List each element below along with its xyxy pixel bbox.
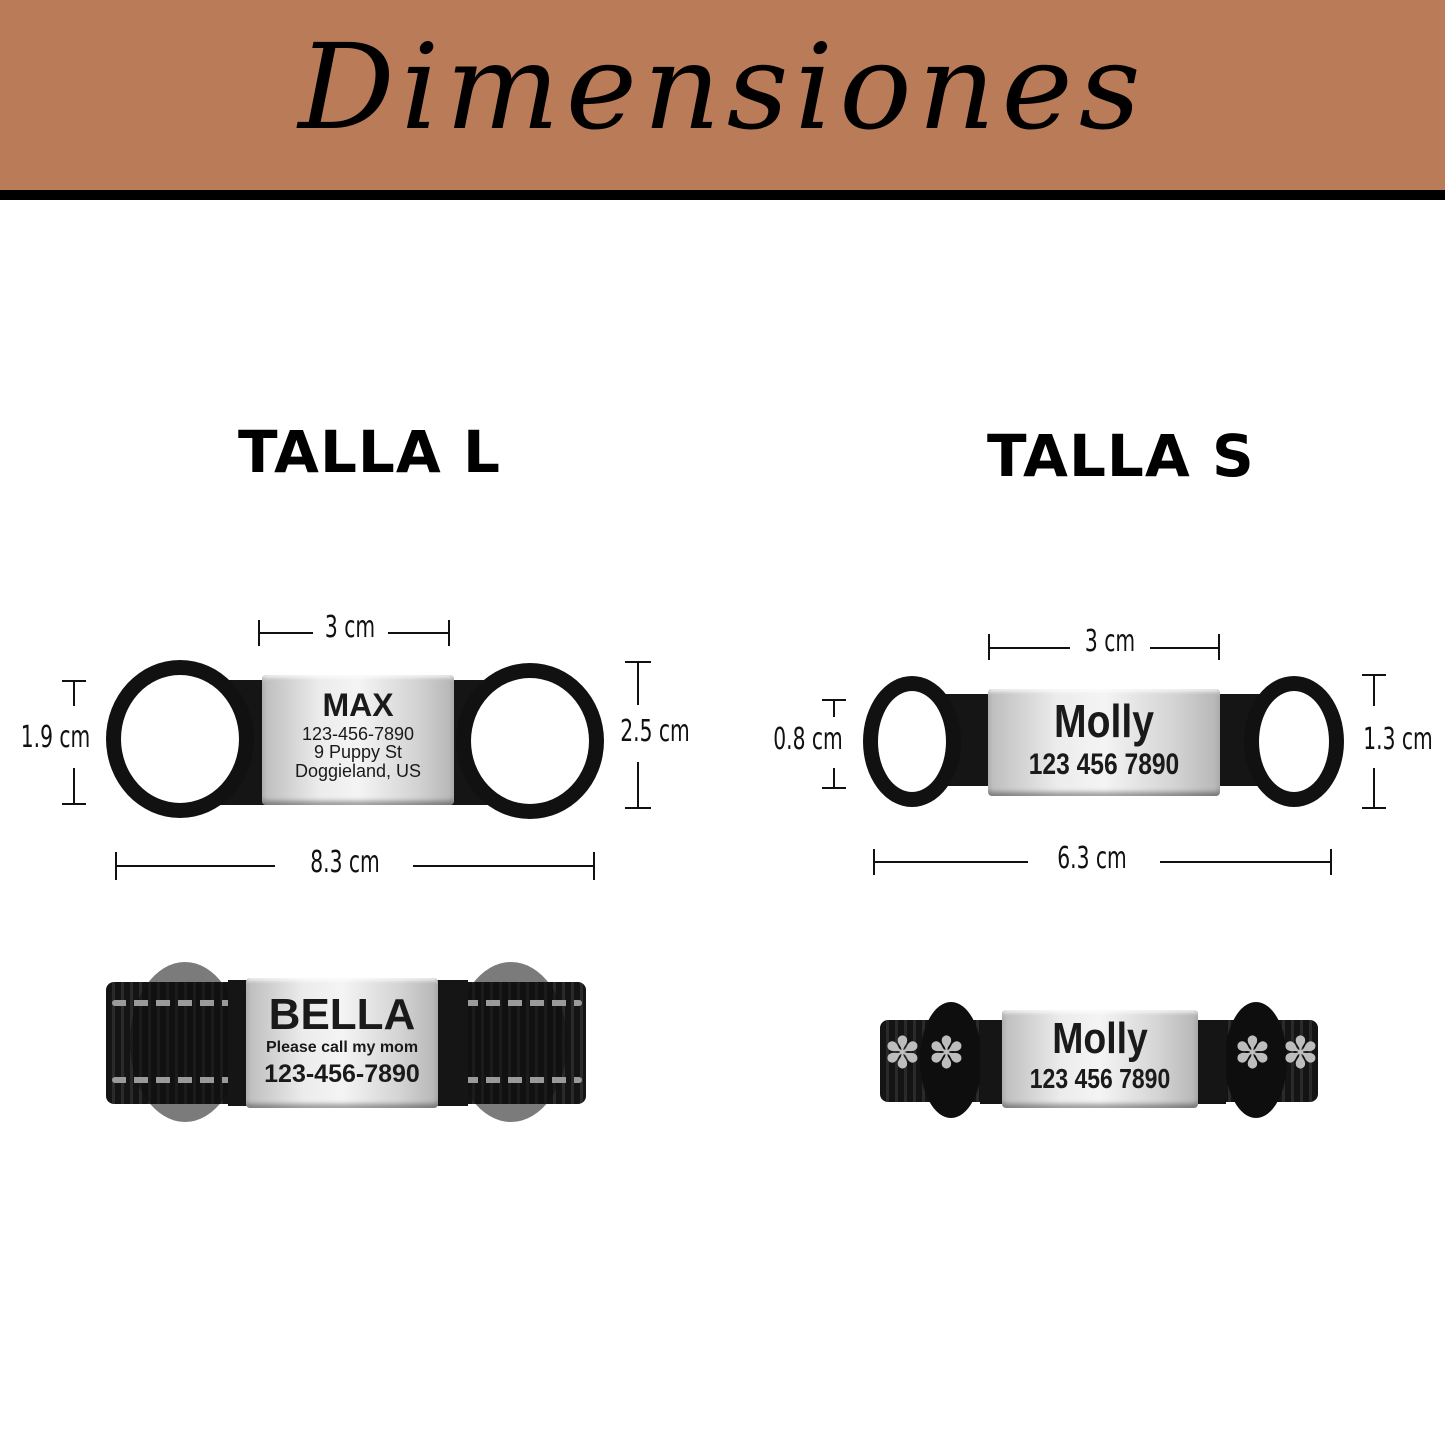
engraved-plate-bella: BELLA Please call my mom 123-456-7890 bbox=[246, 978, 438, 1108]
dim-tick bbox=[625, 807, 651, 809]
header-banner bbox=[0, 0, 1445, 190]
dim-line bbox=[73, 768, 75, 804]
plate-height-label: 0.8 cm bbox=[773, 722, 843, 757]
plate-width-label: 3 cm bbox=[1084, 624, 1136, 659]
left-loop bbox=[130, 962, 240, 1122]
dim-line bbox=[1373, 674, 1375, 706]
dim-line bbox=[833, 699, 835, 717]
left-loop bbox=[920, 1002, 982, 1118]
engraved-plate-molly: Molly 123 456 7890 bbox=[988, 689, 1220, 796]
plate-height-label: 1.9 cm bbox=[20, 720, 91, 755]
plate-phone: 123-456-7890 bbox=[264, 1059, 420, 1088]
dim-tick bbox=[62, 803, 86, 805]
plate-phone: 123 456 7890 bbox=[1029, 1063, 1171, 1095]
plate-name: Molly bbox=[1054, 695, 1154, 747]
dim-tick bbox=[822, 787, 846, 789]
dim-line bbox=[258, 632, 313, 634]
dim-line bbox=[637, 762, 639, 808]
dim-line bbox=[413, 865, 595, 867]
dim-line bbox=[1160, 861, 1332, 863]
right-loop bbox=[1225, 1002, 1287, 1118]
dim-tick bbox=[1218, 634, 1220, 660]
paw-print-icon: ✽ bbox=[1282, 1029, 1319, 1078]
paw-print-icon: ✽ bbox=[1234, 1029, 1271, 1078]
total-height-label: 1.3 cm bbox=[1363, 722, 1433, 757]
dim-line bbox=[833, 768, 835, 788]
engraved-plate-max: MAX 123-456-7890 9 Puppy St Doggieland, … bbox=[262, 675, 454, 805]
right-loop bbox=[1244, 676, 1344, 807]
page-title: Dimensiones bbox=[298, 18, 1147, 156]
dim-tick bbox=[593, 852, 595, 880]
engraved-plate-molly-example: Molly 123 456 7890 bbox=[1002, 1010, 1198, 1108]
plate-phone: 123-456-7890 bbox=[301, 723, 415, 744]
left-loop bbox=[106, 660, 254, 818]
size-s-title: TALLA S bbox=[987, 422, 1255, 490]
dim-line bbox=[73, 680, 75, 706]
dim-tick bbox=[1362, 807, 1386, 809]
header-divider bbox=[0, 190, 1445, 200]
right-loop bbox=[456, 663, 604, 819]
plate-address: 9 Puppy St bbox=[313, 742, 403, 763]
plate-name: MAX bbox=[322, 687, 394, 723]
paw-print-icon: ✽ bbox=[928, 1029, 965, 1078]
dim-line bbox=[873, 861, 1028, 863]
plate-message: Please call my mom bbox=[265, 1039, 419, 1057]
dim-line bbox=[988, 647, 1070, 649]
left-loop bbox=[863, 676, 961, 807]
total-height-label: 2.5 cm bbox=[620, 714, 690, 749]
paw-print-icon: ✽ bbox=[884, 1029, 921, 1078]
dim-line bbox=[637, 661, 639, 705]
plate-city: Doggieland, US bbox=[294, 761, 422, 782]
total-width-label: 8.3 cm bbox=[310, 845, 380, 880]
plate-phone: 123 456 7890 bbox=[1028, 748, 1180, 782]
size-l-title: TALLA L bbox=[238, 418, 501, 486]
dim-tick bbox=[448, 620, 450, 646]
dim-line bbox=[115, 865, 275, 867]
dim-line bbox=[388, 632, 450, 634]
plate-width-label: 3 cm bbox=[324, 610, 376, 645]
dim-tick bbox=[1330, 849, 1332, 875]
plate-name: BELLA bbox=[268, 990, 416, 1039]
right-loop bbox=[455, 962, 567, 1122]
dim-line bbox=[1373, 768, 1375, 808]
dim-line bbox=[1150, 647, 1220, 649]
total-width-label: 6.3 cm bbox=[1057, 841, 1127, 876]
plate-name: Molly bbox=[1052, 1014, 1148, 1063]
